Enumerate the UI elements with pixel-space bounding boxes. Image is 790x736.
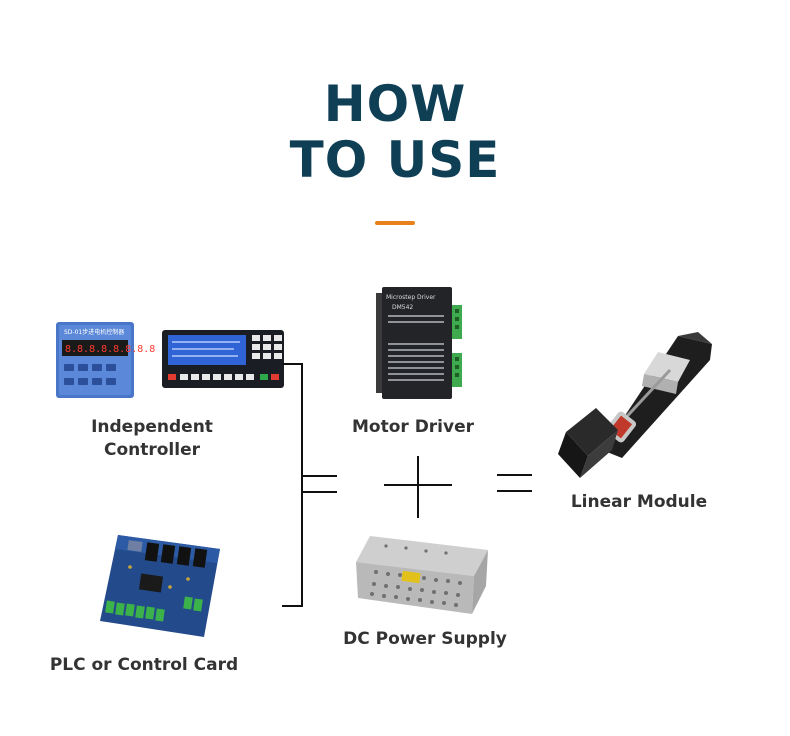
title-accent-bar	[375, 221, 415, 225]
motor-driver-panel-title: Microstep Driver	[386, 294, 436, 301]
independent-controller-label-line1: Independent	[91, 417, 213, 437]
equals-sign-2-bottom	[497, 490, 532, 492]
controller-panel-title: SD-01步进电机控制器	[64, 328, 124, 336]
equals-sign-1-top	[303, 475, 337, 477]
plc-board-icon	[100, 535, 220, 637]
independent-controller-label: Independent Controller	[72, 416, 232, 462]
power-supply-label: DC Power Supply	[343, 629, 507, 649]
linear-module-label: Linear Module	[570, 492, 708, 512]
linear-module-icon	[558, 332, 712, 478]
bracket-bottom-arm	[282, 605, 303, 607]
motor-driver-label: Motor Driver	[351, 417, 475, 437]
equals-sign-1-bottom	[303, 491, 337, 493]
motor-driver-icon: Microstep Driver DM542	[376, 287, 462, 399]
title-to-use: TO USE	[289, 131, 501, 189]
equals-sign-2-top	[497, 474, 532, 476]
bracket-vertical	[301, 363, 303, 607]
controller-device-icon: SD-01步进电机控制器 8.8.8.8.8.8.8.8	[56, 322, 155, 398]
bracket-top-arm	[282, 363, 303, 365]
controller-display: 8.8.8.8.8.8.8.8	[65, 344, 155, 355]
plus-sign-vertical	[417, 456, 419, 518]
independent-controller-label-line2: Controller	[103, 440, 200, 460]
hmi-panel-icon	[162, 330, 284, 388]
motor-driver-model: DM542	[392, 304, 413, 311]
plc-label: PLC or Control Card	[49, 655, 239, 675]
title-how: HOW	[323, 75, 467, 133]
power-supply-icon	[356, 536, 488, 614]
